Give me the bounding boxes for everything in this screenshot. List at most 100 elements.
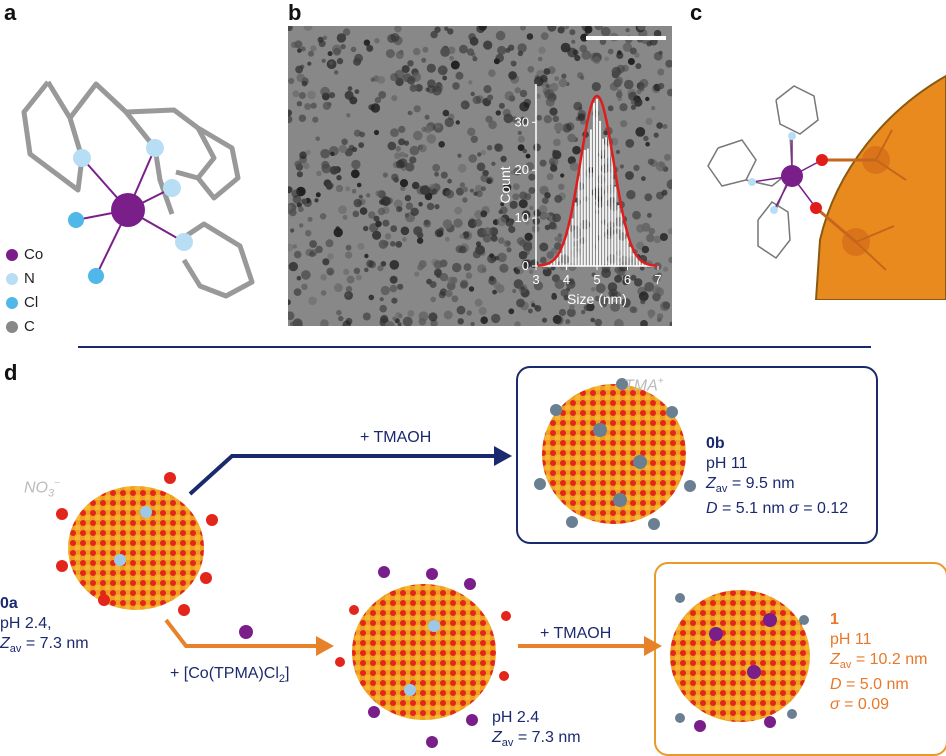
label-mid: pH 2.4 Zav = 7.3 nm [492, 708, 581, 753]
tem-particles [288, 26, 672, 326]
histogram-bar [589, 129, 592, 266]
y-tick-label: 10 [515, 210, 529, 225]
histogram-bar [583, 149, 586, 266]
histogram-bar [568, 225, 571, 266]
legend-c-label: C [24, 318, 35, 335]
label-0b-d-sigma: D = 5.1 nm σ = 0.12 [706, 500, 849, 518]
histogram-bar [571, 218, 574, 266]
panel-c-letter: c [690, 0, 703, 25]
x-tick-label: 6 [624, 272, 631, 287]
section-divider [78, 346, 871, 348]
label-1: 1 pH 11 Zav = 10.2 nm D = 5.0 nm σ = 0.0… [830, 610, 927, 715]
reaction-bottom-right-label: + TMAOH [540, 625, 612, 642]
histogram-bar [586, 148, 589, 266]
label-0a: 0a pH 2.4, Zav = 7.3 nm [0, 594, 89, 659]
reaction-top-label: + TMAOH [360, 429, 432, 446]
y-tick-label: 30 [515, 114, 529, 129]
co-tpma-structure [21, 80, 255, 299]
reaction-bottom-left-label: + [Co(TPMA)Cl2] [170, 665, 290, 686]
label-mid-ph: pH 2.4 [492, 709, 540, 726]
histogram-bar [562, 244, 565, 266]
y-axis-label: Count [498, 166, 513, 203]
particle-0b [542, 384, 686, 524]
y-tick-label: 0 [522, 258, 529, 273]
x-tick-label: 7 [654, 272, 661, 287]
histogram-bar [617, 205, 620, 266]
histogram-bar [635, 256, 638, 266]
label-0b-name: 0b [706, 435, 725, 452]
legend-cl-label: Cl [24, 294, 39, 311]
label-1-name: 1 [830, 611, 839, 628]
histogram-bar [565, 233, 568, 266]
label-0b-ph: pH 11 [706, 455, 748, 472]
histogram-bar [632, 253, 635, 266]
particle-1 [670, 590, 810, 722]
x-tick-label: 4 [563, 272, 570, 287]
panel-b-letter: b [288, 0, 302, 25]
tma-label: TMA+ [624, 376, 664, 395]
label-1-ph: pH 11 [830, 631, 872, 648]
histogram-bar [638, 259, 641, 266]
product-0b-box [516, 366, 878, 544]
histogram-bar [611, 157, 614, 266]
grafted-complex-diagram [707, 74, 946, 300]
scale-bar [586, 36, 666, 40]
particle-0a [68, 486, 204, 610]
histogram-bar [577, 175, 580, 266]
y-tick-label: 20 [515, 162, 529, 177]
legend-n: N [6, 270, 35, 287]
c-atom-icon [6, 320, 18, 333]
histogram-bar [626, 235, 629, 266]
label-1-sigma: σ = 0.09 [830, 696, 890, 714]
legend-c: C [6, 318, 35, 335]
tma-ions [534, 378, 809, 723]
particle-mid [352, 584, 496, 720]
product-1-box [654, 562, 946, 756]
label-mid-zav: Zav = 7.3 nm [492, 729, 581, 750]
x-axis-label: Size (nm) [567, 291, 627, 307]
label-0b-zav: Zav = 9.5 nm [706, 475, 795, 496]
gaussian-fit-line [537, 94, 658, 268]
histogram-bar [602, 138, 605, 266]
histogram-bar [641, 262, 644, 266]
label-0b: 0b pH 11 Zav = 9.5 nm D = 5.1 nm σ = 0.1… [706, 434, 848, 519]
legend-n-label: N [24, 270, 35, 287]
nitrate-ions [56, 472, 511, 681]
histogram-bar [629, 246, 632, 266]
histogram-bar [596, 98, 598, 266]
label-0a-name: 0a [0, 595, 18, 612]
co-complex-icons [239, 566, 776, 748]
co-atom-icon [6, 248, 18, 261]
histogram-bar [620, 212, 623, 266]
histogram-bar [559, 253, 562, 266]
panel-d-letter: d [4, 360, 18, 385]
histogram-bar [580, 154, 583, 266]
label-1-d: D = 5.0 nm [830, 676, 909, 694]
label-0a-zav: Zav = 7.3 nm [0, 635, 89, 656]
histogram-bar [608, 136, 611, 266]
label-0a-ph: pH 2.4, [0, 615, 52, 632]
histogram-bar [644, 263, 647, 266]
x-tick-label: 3 [532, 272, 539, 287]
label-1-zav: Zav = 10.2 nm [830, 651, 928, 672]
histogram-bar [614, 186, 617, 266]
x-tick-label: 5 [593, 272, 600, 287]
legend-cl: Cl [6, 294, 38, 311]
histogram-bar [550, 261, 553, 266]
histogram-bar [599, 120, 602, 266]
panel-a-letter: a [4, 0, 17, 25]
legend-co: Co [6, 246, 43, 263]
histogram-bar [574, 202, 577, 266]
histogram-bar [605, 137, 608, 266]
nitrate-label: NO3− [24, 478, 60, 500]
histogram-bar [623, 221, 626, 266]
histogram-bar [556, 257, 559, 266]
legend-co-label: Co [24, 246, 44, 263]
cl-atom-icon [6, 296, 18, 309]
histogram-bar [592, 102, 595, 266]
n-atom-icon [6, 272, 18, 285]
